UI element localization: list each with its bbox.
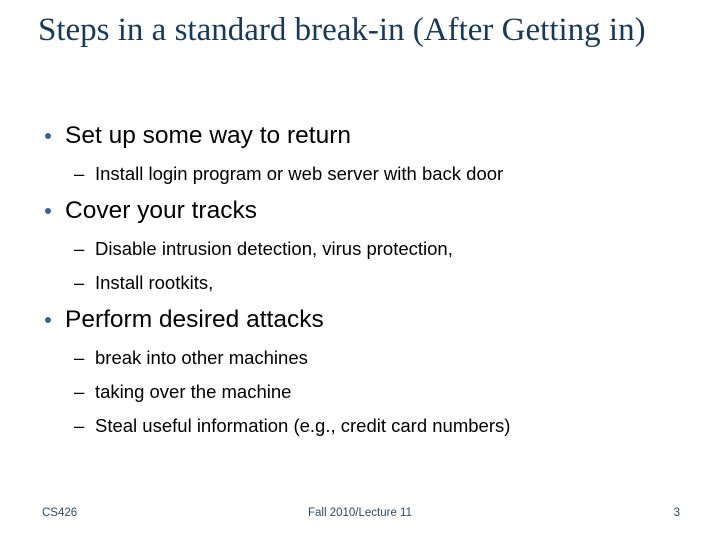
- bullet-label: Perform desired attacks: [65, 306, 324, 333]
- list-item: – Install login program or web server wi…: [65, 157, 720, 191]
- list-item: – Install rootkits,: [65, 266, 720, 300]
- dash-icon: –: [74, 381, 85, 402]
- list-item: Cover your tracks – Disable intrusion de…: [0, 193, 720, 300]
- slide-body: Set up some way to return – Install logi…: [0, 118, 720, 445]
- sub-bullet-label: Steal useful information (e.g., credit c…: [95, 415, 511, 436]
- footer-course-label: CS426: [42, 507, 78, 519]
- sub-bullet-label: break into other machines: [95, 347, 308, 368]
- slide-footer: CS426 Fall 2010/Lecture 11 3: [0, 505, 720, 525]
- sub-bullet-label: Install login program or web server with…: [95, 163, 504, 184]
- list-item: – taking over the machine: [65, 375, 720, 409]
- bullet-dot-icon: [45, 317, 51, 323]
- list-item: – break into other machines: [65, 341, 720, 375]
- bullet-dot-icon: [45, 133, 51, 139]
- dash-icon: –: [74, 238, 85, 259]
- sub-bullet-list: – Disable intrusion detection, virus pro…: [65, 232, 720, 300]
- dash-icon: –: [74, 272, 85, 293]
- sub-bullet-label: Install rootkits,: [95, 272, 214, 293]
- sub-bullet-list: – break into other machines – taking ove…: [65, 341, 720, 443]
- sub-bullet-label: Disable intrusion detection, virus prote…: [95, 238, 453, 259]
- bullet-label: Set up some way to return: [65, 122, 351, 149]
- dash-icon: –: [74, 347, 85, 368]
- dash-icon: –: [74, 415, 85, 436]
- list-item: – Steal useful information (e.g., credit…: [65, 409, 720, 443]
- bullet-list: Set up some way to return – Install logi…: [0, 118, 720, 443]
- footer-page-number: 3: [673, 507, 680, 519]
- page-title: Steps in a standard break-in (After Gett…: [38, 12, 646, 48]
- list-item: Perform desired attacks – break into oth…: [0, 302, 720, 443]
- sub-bullet-label: taking over the machine: [95, 381, 292, 402]
- list-item: – Disable intrusion detection, virus pro…: [65, 232, 720, 266]
- bullet-dot-icon: [45, 208, 51, 214]
- list-item: Set up some way to return – Install logi…: [0, 118, 720, 191]
- bullet-label: Cover your tracks: [65, 197, 257, 224]
- footer-center-label: Fall 2010/Lecture 11: [308, 507, 412, 519]
- dash-icon: –: [74, 163, 85, 184]
- sub-bullet-list: – Install login program or web server wi…: [65, 157, 720, 191]
